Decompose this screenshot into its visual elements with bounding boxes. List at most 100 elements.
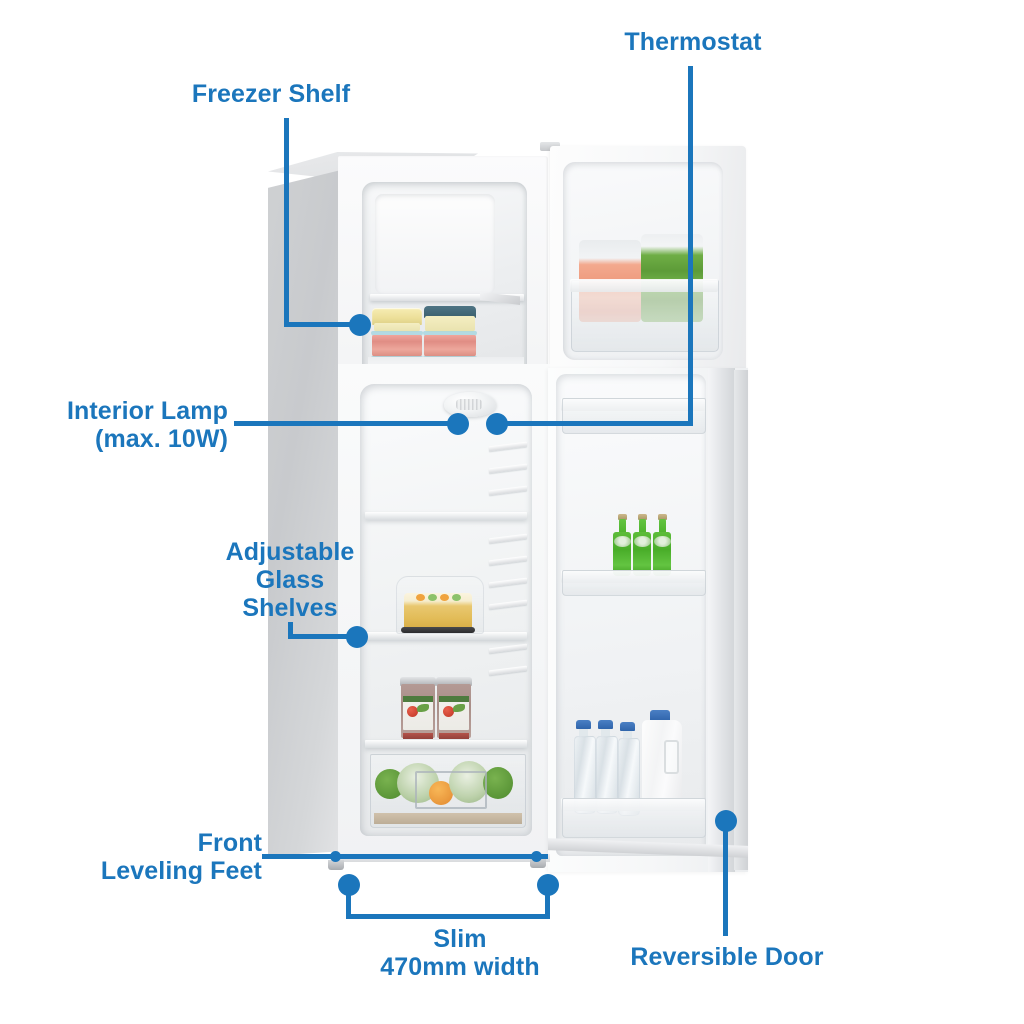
dimension-marker-right[interactable] [537,874,559,896]
bottle-neck [601,729,610,738]
dimension-bracket-left-arm [346,886,351,918]
shelf-rail [489,533,527,544]
fridge-door-inner-edge [708,368,735,872]
freezer-meat-pack [372,335,422,357]
fridge-door[interactable] [548,368,748,872]
callout-marker-leveling-foot-left[interactable] [330,851,341,862]
bottle-cap [658,514,667,520]
door-rack-bottom [562,798,706,838]
tomato-icon [407,706,418,717]
dimension-bracket-right-arm [545,886,550,918]
milk-jug-cap [650,710,670,721]
interior-lamp [444,392,496,417]
bottle-label [614,536,631,547]
bottle-cap [638,514,647,520]
bottle-neck [639,519,646,535]
cake-plate [401,627,475,633]
freezer-container-body [425,316,475,332]
bottle-cap [598,720,613,729]
shelf-rail [489,441,527,452]
jar-base [439,733,469,739]
freezer-door[interactable] [550,146,746,386]
shelf-rail [489,643,527,654]
bottle-neck [659,519,666,535]
leaf-icon [417,704,429,712]
cabinet-left-side-panel [268,170,341,856]
leader-line-freezer-shelf-vertical [284,118,289,327]
shelf-rail [489,485,527,496]
callout-label-freezer-shelf: Freezer Shelf [191,80,351,108]
freezer-container-lid [372,308,422,325]
door-rack-middle [562,570,706,596]
bottle-neck [579,729,588,738]
shelf-rail [489,463,527,474]
leader-line-thermostat-vertical [688,66,693,426]
bottle-cap [576,720,591,729]
callout-marker-adjustable-glass-shelves[interactable] [346,626,368,648]
callout-label-reversible-door: Reversible Door [630,943,824,971]
dimension-marker-left[interactable] [338,874,360,896]
cake-topping [416,594,425,601]
crisper-handle[interactable] [415,771,487,809]
freezer-shelf [370,294,524,301]
leader-line-glass-shelves-stub [288,622,293,639]
leader-line-glass-shelves-horizontal [288,634,364,639]
refrigerator-illustration [268,142,760,872]
front-leveling-foot[interactable] [328,860,344,870]
bottle-cap [618,514,627,520]
freezer-cavity [362,182,527,378]
jar-label [439,696,469,730]
fridge-cabinet [338,364,550,860]
freezer-back-wall [375,194,495,294]
adjustable-glass-shelf[interactable] [365,512,527,520]
freezer-container-rim [423,331,477,336]
cake-topping [440,594,449,601]
leader-line-freezer-shelf-horizontal [284,322,366,327]
fridge-door-liner [556,374,706,856]
bottle-cap [620,722,635,731]
callout-marker-interior-lamp[interactable] [447,413,469,435]
shelf-rail [489,555,527,566]
cake-topping [452,594,461,601]
freezer-door-rack-lip [570,279,718,292]
leader-line-front-leveling-feet [262,854,548,859]
freezer-container-lid [424,306,476,318]
callout-label-thermostat: Thermostat [624,28,762,56]
bottle-neck [619,519,626,535]
callout-label-interior-lamp: Interior Lamp (max. 10W) [66,397,228,453]
callout-marker-reversible-door[interactable] [715,810,737,832]
callout-label-adjustable-glass-shelves: Adjustable Glass Shelves [225,538,355,622]
jar-label-band [439,696,469,702]
freezer-door-liner [563,162,723,360]
dimension-bracket-base [346,914,550,919]
shelf-rail [489,665,527,676]
cabbage [449,761,489,803]
crisper-drawer[interactable] [370,754,526,828]
callout-marker-thermostat[interactable] [486,413,508,435]
callout-marker-leveling-foot-right[interactable] [531,851,542,862]
jar-label [403,696,433,730]
crisper-base [374,813,522,824]
freezer-meat-pack [424,335,476,357]
adjustable-glass-shelf[interactable] [365,740,527,748]
fridge-door-outer-edge [734,370,748,870]
leader-line-interior-lamp [234,421,462,426]
front-leveling-foot[interactable] [530,858,546,868]
jar-base [403,733,433,739]
freezer-cabinet [338,156,548,392]
leaf-icon [453,704,465,712]
broccoli [483,767,513,799]
jar-lid [436,677,472,686]
callout-label-front-leveling-feet: Front Leveling Feet [100,829,262,885]
callout-label-slim-width: Slim 470mm width [380,925,540,981]
fridge-cavity [360,384,532,836]
door-rack-top [562,398,706,434]
adjustable-glass-shelf[interactable] [365,632,527,640]
freezer-container-rim [371,331,423,336]
callout-marker-freezer-shelf[interactable] [349,314,371,336]
leader-line-thermostat-horizontal [500,421,693,426]
cake-topping [428,594,437,601]
milk-jug-handle [664,740,679,774]
tomato-icon [443,706,454,717]
shelf-rail [489,599,527,610]
